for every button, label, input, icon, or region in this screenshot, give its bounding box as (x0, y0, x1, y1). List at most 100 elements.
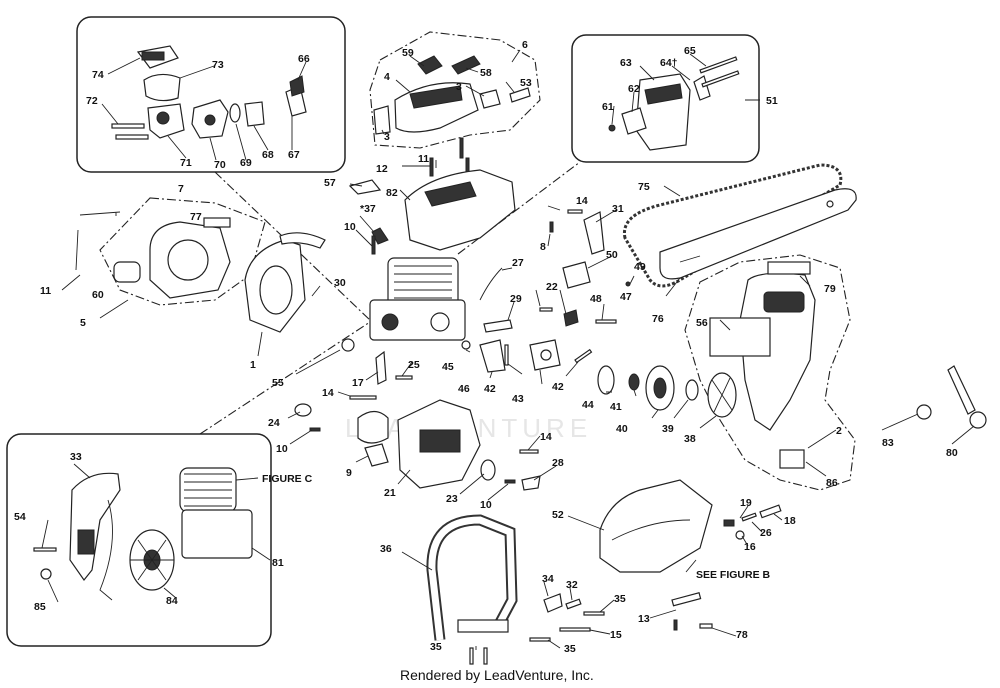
part-33-coil-core (77, 529, 95, 555)
leaders-upper (349, 160, 437, 247)
part-76-guide-bar (659, 188, 857, 280)
label-42-b: 42 (552, 381, 564, 393)
part-63-band (644, 83, 683, 105)
label-24: 24 (268, 417, 280, 429)
label-76: 76 (652, 313, 664, 325)
label-72: 72 (86, 95, 98, 107)
label-44: 44 (582, 399, 594, 411)
label-79: 79 (824, 283, 836, 295)
carburetor-parts (111, 45, 307, 140)
engine-port (430, 312, 450, 332)
label-80: 80 (946, 447, 958, 459)
label-86: 86 (826, 477, 838, 489)
label-12: 12 (376, 163, 388, 175)
leaders-bottom (401, 551, 737, 650)
part-labels: 74 73 72 71 70 69 68 67 66 7 59 58 4 3 5… (14, 39, 958, 655)
label-23: 23 (446, 493, 458, 505)
label-15: 15 (610, 629, 622, 641)
leaders-bar (663, 185, 975, 477)
part-17-lever (375, 350, 387, 385)
part-11-screw (459, 137, 464, 159)
part-2-clutch-cover-detail (763, 291, 805, 313)
label-41: 41 (610, 401, 622, 413)
part-35-screw-a (583, 611, 605, 616)
part-12-screw-a (429, 157, 434, 177)
part-42-screw-b (574, 348, 593, 364)
part-47-screw (595, 319, 617, 324)
label-59: 59 (402, 47, 414, 59)
label-70: 70 (214, 159, 226, 171)
part-72-bolt-a (111, 123, 145, 129)
part-14-pin-top (567, 209, 583, 214)
label-78: 78 (736, 629, 748, 641)
label-54: 54 (14, 511, 26, 523)
label-81: 81 (272, 557, 284, 569)
part-2-clutch-cover (739, 272, 816, 431)
label-29: 29 (510, 293, 522, 305)
label-8: 8 (540, 241, 546, 253)
label-14-top: 14 (576, 195, 588, 207)
part-24-drum (357, 410, 389, 444)
part-40-hub (653, 377, 667, 399)
label-27: 27 (512, 257, 524, 269)
part-10-screw-top (371, 235, 376, 255)
leaders-rear-handle (567, 505, 783, 573)
part-35-screw-d (483, 647, 488, 665)
label-84: 84 (166, 595, 178, 607)
muffler-parts (608, 56, 740, 151)
part-5-pulley (167, 239, 209, 281)
leaders-cover (381, 49, 521, 135)
label-14-mid: 14 (322, 387, 334, 399)
label-1: 1 (250, 359, 256, 371)
part-62-shield (621, 107, 647, 135)
label-64: 64† (660, 57, 678, 69)
inset-box-engine (6, 433, 272, 647)
part-10-screw-mid (309, 427, 321, 432)
part-53-shape (509, 87, 531, 103)
label-68: 68 (262, 149, 274, 161)
leaders-lower-engine (287, 349, 557, 501)
label-18: 18 (784, 515, 796, 527)
label-55: 55 (272, 377, 284, 389)
part-15-bolt (559, 627, 591, 632)
label-85: 85 (34, 601, 46, 613)
part-3-knob (373, 105, 391, 135)
label-40: 40 (616, 423, 628, 435)
part-8-screw (549, 221, 554, 233)
part-81-crankcase (181, 509, 253, 559)
part-13-spring (671, 592, 702, 607)
cover-parts (373, 55, 531, 135)
label-16: 16 (744, 541, 756, 553)
inset-box-muffler (571, 34, 760, 163)
label-21: 21 (384, 487, 396, 499)
engine-fins (394, 265, 452, 299)
label-52: 52 (552, 509, 564, 521)
part-22-screw (539, 307, 553, 312)
part-82-cover (404, 169, 516, 251)
label-35-a: 35 (614, 593, 626, 605)
part-29-pin (483, 319, 513, 333)
label-34: 34 (542, 573, 554, 585)
part-39-washer (685, 379, 699, 401)
label-see-figure-b: SEE FIGURE B (696, 569, 771, 581)
part-31-spike (583, 211, 605, 255)
part-68-shape (244, 101, 265, 127)
label-6: 6 (522, 39, 528, 51)
part-21-window (419, 429, 461, 453)
part-42-screw-a (504, 344, 509, 366)
group-outline-starter (99, 197, 266, 306)
part-24-ring (294, 403, 312, 417)
leaders-right (547, 205, 635, 321)
part-55-cap (341, 338, 355, 352)
part-73-shape (143, 73, 181, 102)
part-33-wire (99, 499, 113, 601)
part-76-bar-slot (679, 255, 701, 263)
leaders-carburetor (101, 57, 307, 161)
part-69-shape (229, 103, 241, 123)
label-2: 2 (836, 425, 842, 437)
figure-c-fins (184, 473, 232, 507)
label-65: 65 (684, 45, 696, 57)
label-10-top: 10 (344, 221, 356, 233)
label-58: 58 (480, 67, 492, 79)
